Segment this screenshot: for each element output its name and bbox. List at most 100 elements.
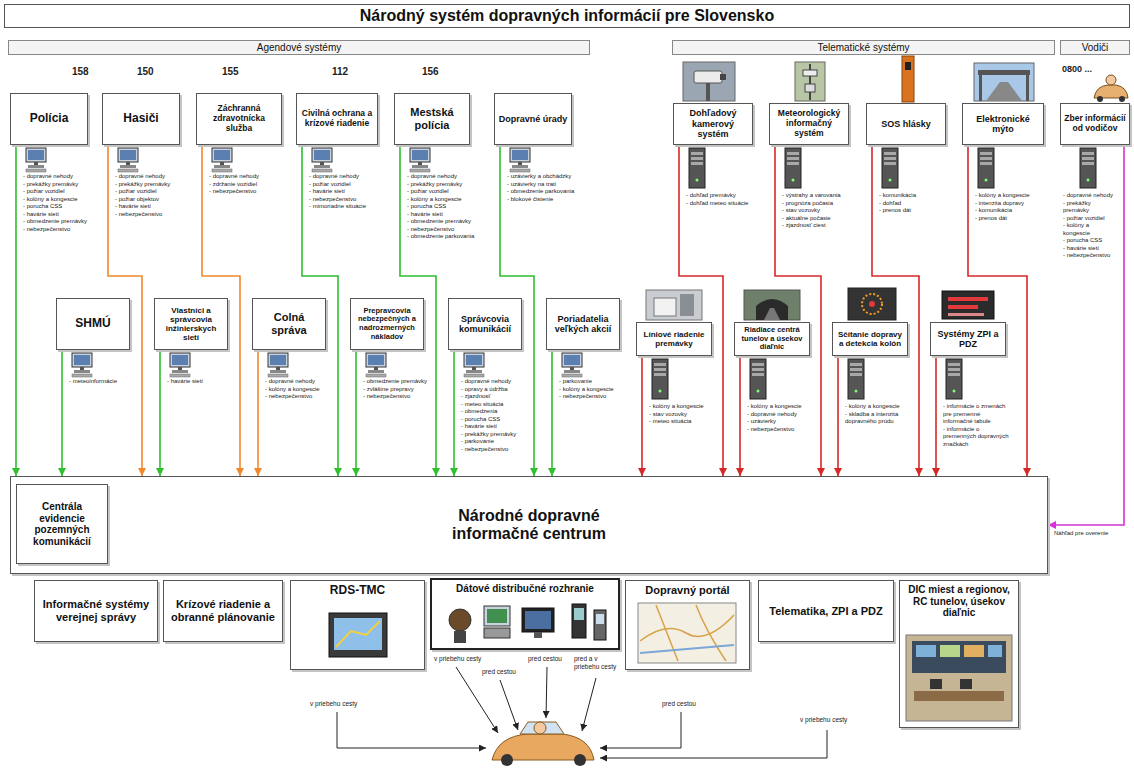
leader-line (337, 712, 486, 748)
computer-icon (268, 353, 288, 377)
pc-monitor (410, 148, 430, 162)
pc-base (120, 165, 136, 168)
pc-base (28, 165, 44, 168)
pc-monitor (26, 148, 46, 162)
screen (916, 645, 936, 657)
counter-ring (862, 294, 882, 314)
server-slot (1082, 152, 1094, 155)
radio-stand (454, 631, 466, 643)
info-item: - nebezpečenstvo (1063, 252, 1117, 260)
pc-keyboard (212, 169, 232, 172)
pc-base (412, 165, 428, 168)
server-slot (884, 152, 896, 155)
server-slot (787, 157, 799, 160)
server-slot (1082, 157, 1094, 160)
pc-monitor (212, 148, 232, 162)
pc-keyboard (410, 169, 430, 172)
info-item: - porucha CSS (461, 416, 527, 424)
pc-keyboard (72, 374, 92, 377)
system-box: Elektronické mýto (962, 103, 1044, 145)
system-box: Prepravcovia nebezpečných a nadrozmernýc… (350, 298, 424, 350)
box-title: Dohľadový kamerový systém (677, 108, 749, 139)
center-box: Národné dopravné informačné centrumCentr… (10, 476, 1048, 574)
toll-photo (974, 63, 1034, 101)
pc-stand (80, 367, 84, 370)
server-slot (850, 368, 862, 371)
photo-frame (974, 63, 1034, 101)
monitor (522, 608, 554, 632)
pc-monitor (312, 148, 332, 162)
system-box: Vlastníci a správcovia inžinierskych sie… (154, 298, 228, 350)
pc-stand (178, 367, 182, 370)
info-item: - uzávierky (747, 418, 815, 426)
server-case (785, 148, 801, 188)
desk-monitor (930, 679, 942, 689)
server-slot (654, 373, 666, 376)
server-slot (980, 152, 992, 155)
info-item: - meteo situácia (649, 418, 717, 426)
info-item: - komunikácia (975, 207, 1049, 215)
radio-icon (449, 609, 471, 631)
car-body (1094, 85, 1128, 98)
server-icon (785, 148, 801, 188)
meteo-photo (795, 62, 825, 101)
info-item: - aktuálne počasie (782, 215, 854, 223)
pc-keyboard (268, 374, 288, 377)
info-item: - požiar vozidiel (23, 188, 93, 196)
phone-number: 112 (332, 66, 348, 79)
server-slot (787, 162, 799, 165)
phone-number: 155 (222, 66, 239, 79)
wheel (1097, 96, 1103, 102)
pc-monitor (484, 606, 510, 626)
info-item: - dohľad premávky (686, 192, 758, 200)
system-box: Krízové riadenie a obranné plánovanie (163, 580, 283, 642)
box-title: Prepravcovia nebezpečných a nadrozmernýc… (354, 307, 420, 342)
info-item: - prekážky premávky (1063, 200, 1117, 215)
system-box: Dopravný portál (625, 580, 750, 670)
pc-base (564, 370, 580, 373)
info-item: - zvláštne prepravy (363, 386, 429, 394)
camera-pole (706, 83, 710, 101)
box-title: Riadiace centrá tunelov a úsekov diaľnic (738, 326, 806, 352)
desk (914, 691, 1004, 701)
info-item: - stav vozovky (649, 411, 717, 419)
info-item: - havárie sietí (167, 378, 233, 386)
server-led (953, 390, 956, 393)
server-icon (750, 359, 766, 399)
server-slot (980, 162, 992, 165)
diagram-title: Národný systém dopravných informácií pre… (4, 4, 1130, 28)
driver-car (492, 722, 594, 766)
info-item: - porucha CSS (23, 203, 93, 211)
info-item: - kolóny a kongescie (649, 403, 717, 411)
pc-screen (120, 150, 136, 160)
wheel (1119, 96, 1125, 102)
server-slot (691, 157, 703, 160)
monitor-stand (534, 632, 542, 638)
phone (594, 610, 606, 640)
tunnel-portal (756, 299, 788, 320)
pc-keyboard (464, 374, 484, 377)
driver-head (1106, 75, 1116, 85)
pc-screen (412, 150, 428, 160)
server-icon (978, 148, 994, 188)
building (654, 298, 676, 316)
usage-note: pred cestou (662, 700, 696, 708)
system-box: Systémy ZPI a PDZ (930, 322, 1006, 356)
building (680, 294, 694, 316)
system-box: Dohľadový kamerový systém (673, 103, 753, 145)
server-case (1080, 148, 1096, 188)
info-item: - dopravné nehody (407, 173, 475, 181)
gps-screen (334, 618, 382, 650)
screen (988, 645, 1002, 657)
sos-pole (902, 56, 914, 102)
camera-photo (683, 62, 735, 101)
pc-keyboard (170, 374, 190, 377)
box-title: Systémy ZPI a PDZ (934, 329, 1002, 350)
info-item: - obmedzenie parkovania (407, 233, 475, 241)
system-box: Mestská polícia (394, 93, 470, 145)
info-item: - dopravné nehody (747, 411, 815, 419)
map-roads (640, 605, 734, 661)
server-led (985, 179, 988, 182)
info-item: - uzávierky na trati (507, 181, 577, 189)
server-slot (752, 368, 764, 371)
